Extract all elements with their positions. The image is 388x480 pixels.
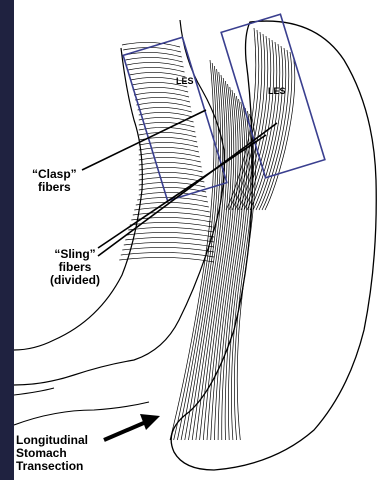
les-box-left — [123, 37, 227, 200]
transection-arrow — [104, 414, 160, 440]
les-label-right: LES — [268, 86, 286, 96]
les-label-left: LES — [176, 76, 194, 86]
transection-label: Longitudinal Stomach Transection — [16, 434, 88, 473]
diagram-panel: LES LES “Clasp” fibers “Sling” fibers (d… — [14, 0, 388, 480]
lower-body-outline — [14, 388, 149, 425]
esophagus-right-wall — [14, 20, 224, 385]
stomach-illustration — [14, 0, 388, 480]
sling-pointer-1 — [98, 135, 266, 248]
esophagus-left-wall — [14, 48, 142, 350]
clasp-fibers-label: “Clasp” fibers — [32, 168, 77, 194]
sling-fibers-label: “Sling” fibers (divided) — [50, 248, 100, 287]
